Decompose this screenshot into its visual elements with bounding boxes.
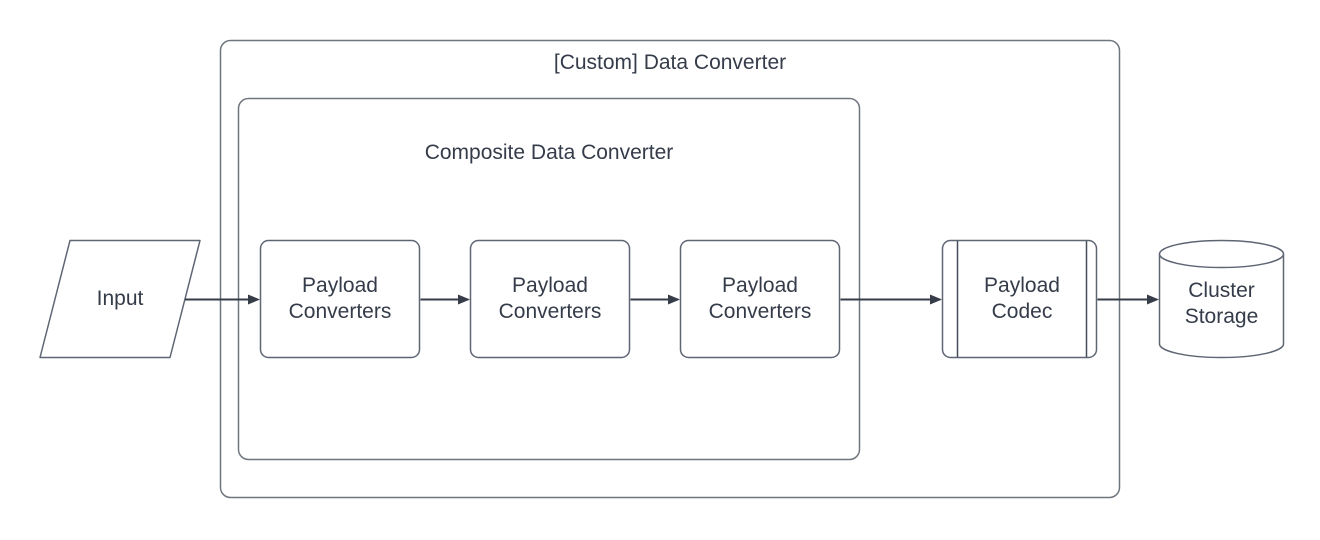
payload-converter-3-label: Payload Converters xyxy=(708,274,812,323)
inner-container-title: Composite Data Converter xyxy=(424,141,674,164)
payload-converter-1-label: Payload Converters xyxy=(288,274,392,323)
outer-container-title: [Custom] Data Converter xyxy=(553,51,787,74)
payload-converter-2-label: Payload Converters xyxy=(498,274,602,323)
payload-codec-shape xyxy=(941,239,1098,359)
payload-converter-2-shape xyxy=(469,239,631,359)
input-shape xyxy=(39,239,201,359)
cluster-storage-body xyxy=(1158,254,1285,359)
cluster-storage-top xyxy=(1158,239,1285,269)
payload-codec-label: Payload Codec xyxy=(984,274,1060,323)
payload-converter-3-shape xyxy=(679,239,841,359)
input-label: Input xyxy=(96,287,144,310)
cluster-storage-label: Cluster Storage xyxy=(1184,279,1259,328)
payload-converter-1-shape xyxy=(259,239,421,359)
